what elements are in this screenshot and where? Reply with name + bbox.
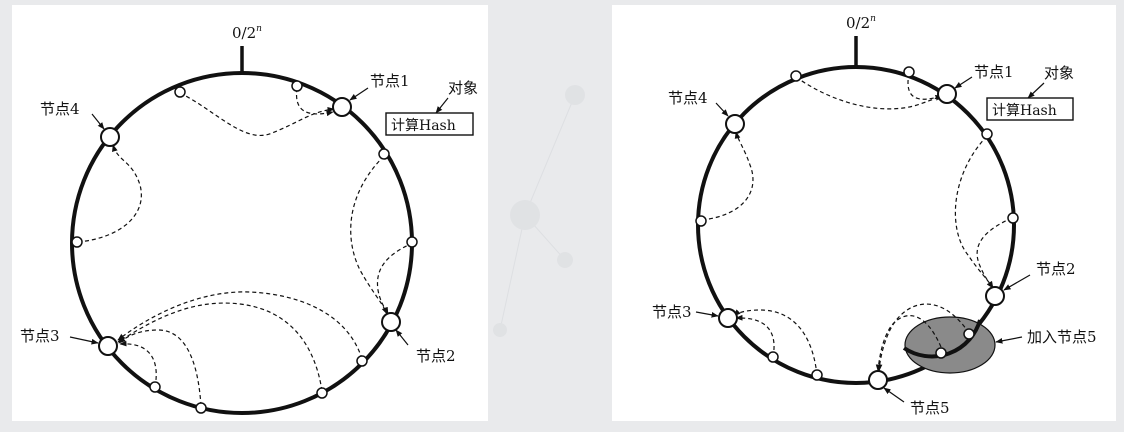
node-1 — [937, 84, 957, 104]
mapping-arrow — [376, 242, 414, 315]
mapping-arrow — [876, 303, 970, 372]
mapping-arrow — [701, 131, 754, 221]
node-2-label: 节点2 — [416, 347, 456, 365]
zero-label: 0/2n — [232, 24, 262, 42]
object-point — [71, 236, 83, 248]
mapping-arrow — [976, 217, 1013, 289]
node-3 — [98, 336, 118, 356]
object-point — [149, 381, 161, 393]
object-point — [174, 86, 186, 98]
hash-box-label: 计算Hash — [992, 103, 1057, 119]
mapping-arrow — [119, 340, 157, 388]
node-4 — [100, 127, 120, 147]
mapping-arrow — [954, 135, 994, 289]
add-node-label: 加入节点5 — [1027, 328, 1097, 346]
object-label: 对象 — [448, 79, 478, 97]
object-point — [1007, 212, 1019, 224]
object-point — [790, 70, 802, 82]
ring-segment — [902, 319, 982, 359]
label-pointers — [695, 76, 1045, 403]
left-panel: 0/2n — [12, 5, 488, 421]
node-4-label: 节点4 — [40, 100, 80, 118]
nodes — [718, 84, 1005, 390]
mapping-arrow — [117, 302, 323, 392]
node-2 — [985, 286, 1005, 306]
object-points — [695, 66, 1019, 381]
object-point — [378, 148, 390, 160]
object-point — [903, 66, 915, 78]
node-3-label: 节点3 — [652, 303, 692, 321]
node-5-label: 节点5 — [910, 399, 950, 417]
mapping-arrows — [77, 87, 414, 407]
mapping-arrow — [735, 314, 775, 358]
node-2-label: 节点2 — [1036, 260, 1076, 278]
object-point — [811, 369, 823, 381]
node-1-label: 节点1 — [370, 72, 410, 90]
hash-box — [986, 97, 1074, 121]
hash-box — [385, 112, 474, 136]
node-4 — [725, 114, 745, 134]
object-point — [695, 215, 707, 227]
node-3 — [718, 308, 738, 328]
zero-label: 0/2n — [846, 14, 876, 32]
label-pointers — [69, 87, 449, 346]
object-points — [71, 80, 418, 414]
right-panel-background — [612, 5, 1116, 421]
node-1-label: 节点1 — [974, 63, 1014, 81]
object-point — [935, 347, 947, 359]
node-1 — [332, 97, 352, 117]
node-2 — [381, 312, 401, 332]
right-panel: 0/2n — [612, 5, 1116, 421]
object-point — [291, 80, 303, 92]
node-3-label: 节点3 — [20, 327, 60, 345]
node-5 — [868, 370, 888, 390]
node-4-label: 节点4 — [668, 89, 708, 107]
nodes — [98, 97, 401, 356]
background-network-decoration — [493, 85, 585, 337]
object-point — [316, 387, 328, 399]
object-point — [356, 355, 368, 367]
mapping-arrows — [701, 72, 1013, 376]
object-point — [963, 328, 975, 340]
mapping-arrow — [295, 87, 334, 117]
mapping-arrow — [118, 329, 202, 407]
mapping-arrow — [117, 291, 363, 360]
mapping-arrow — [350, 155, 388, 315]
object-point — [981, 128, 993, 140]
object-point — [767, 351, 779, 363]
object-label: 对象 — [1044, 64, 1074, 82]
object-point — [195, 402, 207, 414]
object-point — [406, 236, 418, 248]
mapping-arrow — [77, 144, 142, 243]
new-node-highlight — [904, 316, 996, 374]
mapping-arrow — [733, 309, 818, 376]
hash-box-label: 计算Hash — [391, 118, 456, 134]
